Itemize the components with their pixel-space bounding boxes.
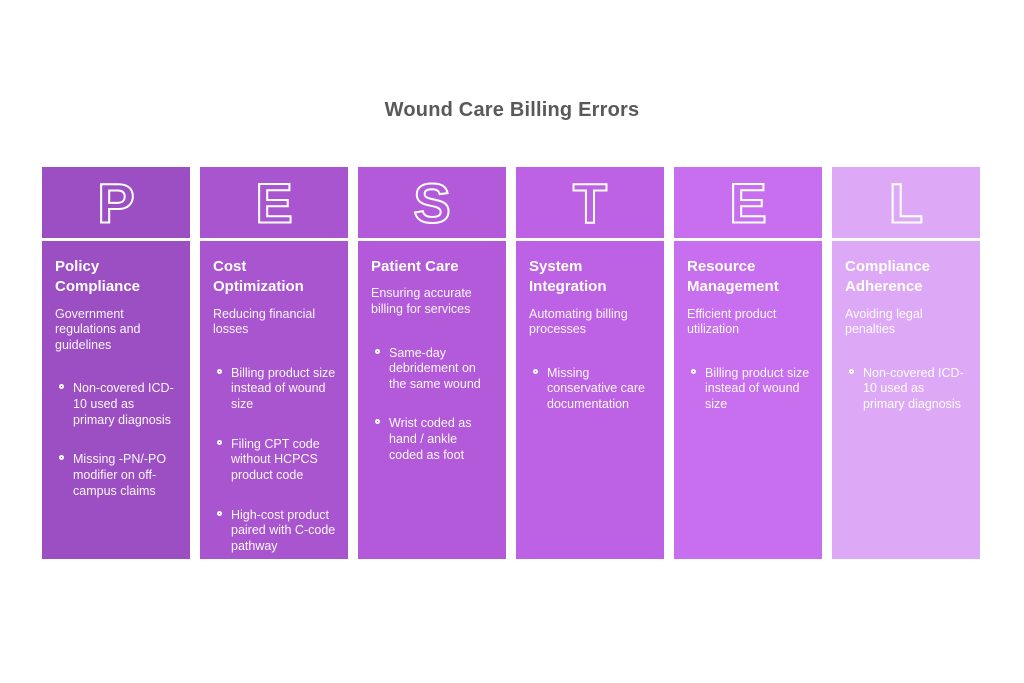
column-subtitle: Ensuring accurate billing for services	[371, 286, 472, 316]
bullet-ring-icon	[691, 368, 696, 374]
column-title: Cost Optimization	[213, 258, 304, 296]
bullet-item: Non-covered ICD-10 used as primary diagn…	[845, 366, 968, 413]
bullet-text: Missing conservative care documentation	[547, 365, 645, 411]
bullet-item: Wrist coded as hand / ankle coded as foo…	[371, 416, 494, 463]
outlined-letter-icon: E	[254, 171, 293, 236]
column-letter: L	[889, 172, 923, 235]
column-subtitle: Efficient product utilization	[687, 306, 777, 337]
outlined-letter-icon: S	[412, 171, 451, 236]
page-title: Wound Care Billing Errors	[384, 99, 640, 121]
bullet-text: Wrist coded as hand / ankle coded as foo…	[389, 416, 472, 462]
column-letter: S	[413, 172, 450, 235]
column-title: Policy Compliance	[55, 258, 141, 296]
column-letter-header: S	[358, 167, 506, 238]
bullet-list: Non-covered ICD-10 used as primary diagn…	[55, 381, 178, 499]
bullet-list: Non-covered ICD-10 used as primary diagn…	[845, 366, 968, 413]
bullet-text: Non-covered ICD-10 used as primary diagn…	[73, 381, 174, 427]
bullet-ring-icon	[375, 419, 380, 425]
outlined-letter-icon: E	[728, 171, 767, 236]
bullet-text: Billing product size instead of wound si…	[705, 365, 810, 411]
bullet-text: Billing product size instead of wound si…	[231, 365, 336, 411]
bullet-ring-icon	[217, 368, 222, 374]
column-letter-header: P	[42, 167, 190, 238]
bullet-item: Missing -PN/-PO modifier on off-campus c…	[55, 452, 178, 499]
column-title: Patient Care	[371, 258, 459, 275]
column-subtitle: Government regulations and guidelines	[55, 306, 141, 352]
column-subtitle: Automating billing processes	[529, 306, 628, 337]
column-letter-header: E	[674, 167, 822, 238]
bullet-ring-icon	[849, 368, 854, 374]
outlined-letter-icon: T	[572, 171, 608, 236]
bullet-item: High-cost product paired with C-code pat…	[213, 508, 336, 555]
bullet-item: Billing product size instead of wound si…	[687, 366, 810, 413]
bullet-ring-icon	[375, 348, 380, 354]
column-letter-header: T	[516, 167, 664, 238]
bullet-ring-icon	[217, 439, 222, 445]
column-letter: P	[97, 172, 134, 235]
bullet-ring-icon	[533, 368, 538, 374]
bullet-text: Non-covered ICD-10 used as primary diagn…	[863, 365, 964, 411]
column-title: System Integration	[529, 258, 607, 296]
bullet-item: Same-day debridement on the same wound	[371, 346, 494, 393]
bullet-text: Filing CPT code without HCPCS product co…	[231, 436, 320, 482]
column-letter-header: L	[832, 167, 980, 238]
outlined-letter-icon: L	[888, 171, 924, 236]
bullet-text: High-cost product paired with C-code pat…	[231, 507, 336, 553]
outlined-letter-icon: P	[96, 171, 135, 236]
bullet-text: Missing -PN/-PO modifier on off-campus c…	[73, 452, 167, 498]
column-subtitle: Reducing financial losses	[213, 306, 316, 337]
bullet-list: Billing product size instead of wound si…	[687, 366, 810, 413]
bullet-list: Missing conservative care documentation	[529, 366, 652, 413]
bullet-list: Billing product size instead of wound si…	[213, 366, 336, 555]
bullet-item: Non-covered ICD-10 used as primary diagn…	[55, 381, 178, 428]
column-subtitle: Avoiding legal penalties	[845, 306, 923, 337]
bullet-ring-icon	[217, 510, 222, 516]
bullet-text: Same-day debridement on the same wound	[389, 345, 481, 391]
bullet-item: Filing CPT code without HCPCS product co…	[213, 437, 336, 484]
column-letter: T	[573, 172, 607, 235]
bullet-item: Missing conservative care documentation	[529, 366, 652, 413]
column-letter: E	[255, 172, 292, 235]
bullet-ring-icon	[59, 384, 64, 390]
bullet-ring-icon	[59, 455, 64, 461]
column-letter: E	[729, 172, 766, 235]
column-letter-header: E	[200, 167, 348, 238]
column-title: Resource Management	[687, 258, 779, 296]
bullet-item: Billing product size instead of wound si…	[213, 366, 336, 413]
column-title: Compliance Adherence	[845, 258, 931, 296]
